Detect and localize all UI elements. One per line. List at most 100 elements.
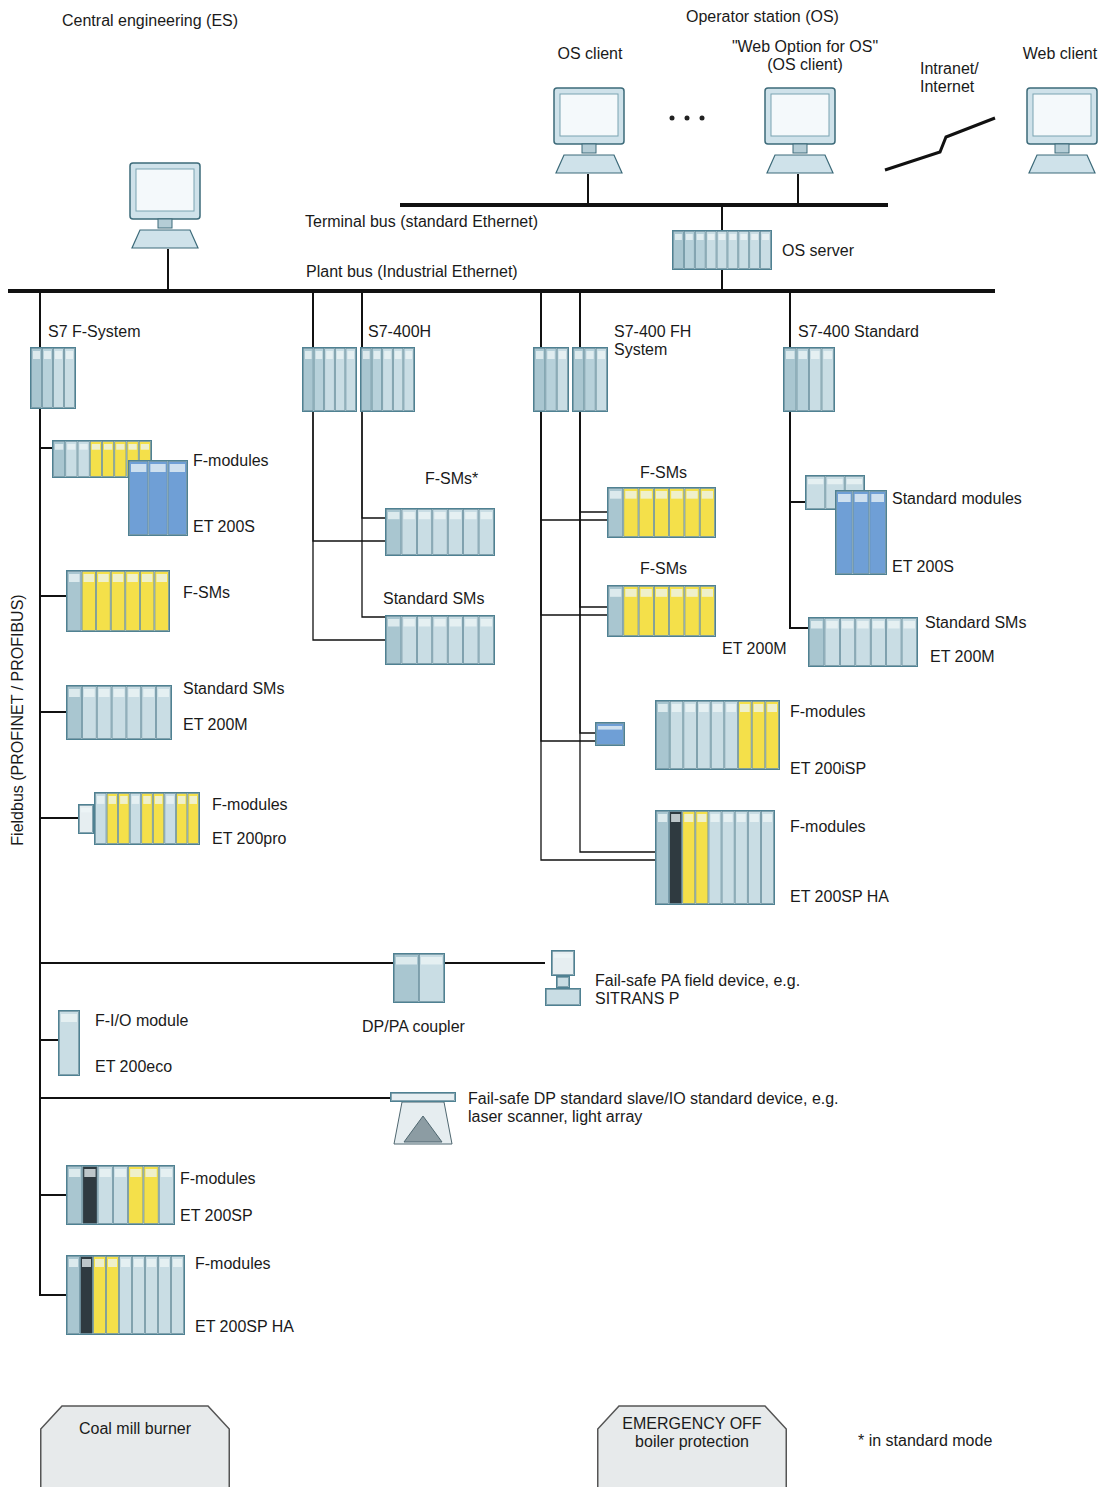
- io-module: [130, 462, 148, 535]
- io-module: [112, 687, 126, 739]
- rack-body: [391, 1093, 456, 1102]
- io-module: [639, 489, 653, 537]
- rack-body: [67, 1256, 185, 1335]
- module-rack: [95, 793, 200, 845]
- module-head: [374, 351, 381, 359]
- module-rack: [656, 811, 775, 905]
- et200isp: F-modulesET 200iSP: [595, 700, 780, 770]
- web-os-client-pc: "Web Option for OS" (OS client): [752, 88, 885, 174]
- house-shape: [598, 1406, 787, 1487]
- io-module: [103, 442, 114, 477]
- node-label: EMERGENCY OFF boiler protection: [612, 1415, 772, 1452]
- device-icon: [385, 615, 495, 665]
- module-head: [363, 351, 370, 359]
- module-head: [132, 796, 140, 804]
- device-icon: [390, 1092, 456, 1144]
- io-module: [464, 617, 478, 664]
- io-module: [624, 489, 638, 537]
- bus-connector: [790, 412, 808, 628]
- module-head: [754, 704, 764, 712]
- bus-connector: [797, 174, 799, 203]
- io-module: [314, 349, 324, 411]
- engineering-station: Central engineering (ES): [118, 163, 212, 249]
- io-module: [68, 1257, 80, 1334]
- module-head: [127, 574, 138, 582]
- module-head: [403, 619, 414, 627]
- module-head: [388, 512, 399, 519]
- io-module: [188, 794, 199, 844]
- node-label: S7-400 Standard: [798, 323, 919, 341]
- module-head: [84, 574, 95, 582]
- standard-sm-rack: Standard SMs: [385, 615, 495, 665]
- ellipsis-dot: [700, 116, 705, 121]
- io-module: [546, 349, 556, 411]
- io-module: [448, 510, 462, 555]
- module-head: [419, 619, 430, 627]
- io-module: [155, 572, 169, 631]
- module-head: [130, 1169, 141, 1177]
- rack-body: [836, 491, 887, 575]
- module-head: [44, 351, 51, 359]
- module-rack: [391, 1093, 456, 1102]
- module-head: [434, 619, 445, 627]
- io-module: [752, 702, 765, 769]
- io-module: [766, 702, 779, 769]
- module-head: [170, 464, 185, 472]
- module-head: [767, 704, 777, 712]
- module-head: [337, 351, 344, 359]
- io-module: [722, 812, 734, 904]
- io-module: [837, 492, 853, 574]
- module-head: [129, 444, 137, 450]
- device-icon: [752, 88, 885, 174]
- ellipsis-dot: [670, 116, 675, 121]
- rack-body: [656, 811, 775, 905]
- module-head: [610, 589, 621, 597]
- f-sm-rack: F-SMs: [66, 570, 170, 632]
- io-module: [97, 687, 111, 739]
- module-head: [763, 814, 772, 822]
- node-label: Standard SMs: [925, 614, 1026, 632]
- module-head: [434, 512, 445, 519]
- io-module: [81, 1257, 93, 1334]
- module-head: [656, 491, 667, 499]
- io-module: [146, 1257, 158, 1334]
- io-module: [871, 619, 885, 666]
- io-module: [80, 806, 93, 833]
- io-module: [127, 687, 141, 739]
- module-head: [134, 1259, 143, 1267]
- io-module: [479, 617, 493, 664]
- module-head: [450, 619, 461, 627]
- device-icon: [385, 508, 495, 556]
- bus-connector: [721, 207, 723, 230]
- io-module: [346, 349, 356, 411]
- module-head: [128, 689, 139, 697]
- module-head: [740, 234, 747, 240]
- io-module: [683, 812, 695, 904]
- io-module: [856, 619, 870, 666]
- io-module: [761, 812, 773, 904]
- io-module: [172, 1257, 184, 1334]
- bus-connector: [580, 412, 595, 733]
- rack-body: [608, 488, 716, 538]
- module-head: [824, 351, 833, 359]
- io-module: [176, 794, 187, 844]
- module-head: [847, 479, 862, 484]
- node-label: F-modules: [195, 1255, 271, 1273]
- io-module: [94, 1257, 106, 1334]
- io-module: [739, 702, 752, 769]
- io-module: [685, 489, 699, 537]
- node-label: Plant bus (Industrial Ethernet): [306, 263, 518, 281]
- node-label: ET 200SP HA: [790, 888, 889, 906]
- module-head: [69, 1169, 80, 1177]
- io-module: [597, 724, 624, 745]
- device-icon: [302, 347, 415, 412]
- io-module: [66, 442, 77, 477]
- module-rack: [67, 1166, 175, 1225]
- io-module: [153, 794, 164, 844]
- rack-body: [573, 348, 608, 412]
- module-head: [888, 621, 899, 629]
- bus-connector: [580, 412, 607, 512]
- module-head: [141, 444, 149, 450]
- module-head: [384, 351, 391, 359]
- module-rack: [386, 509, 495, 556]
